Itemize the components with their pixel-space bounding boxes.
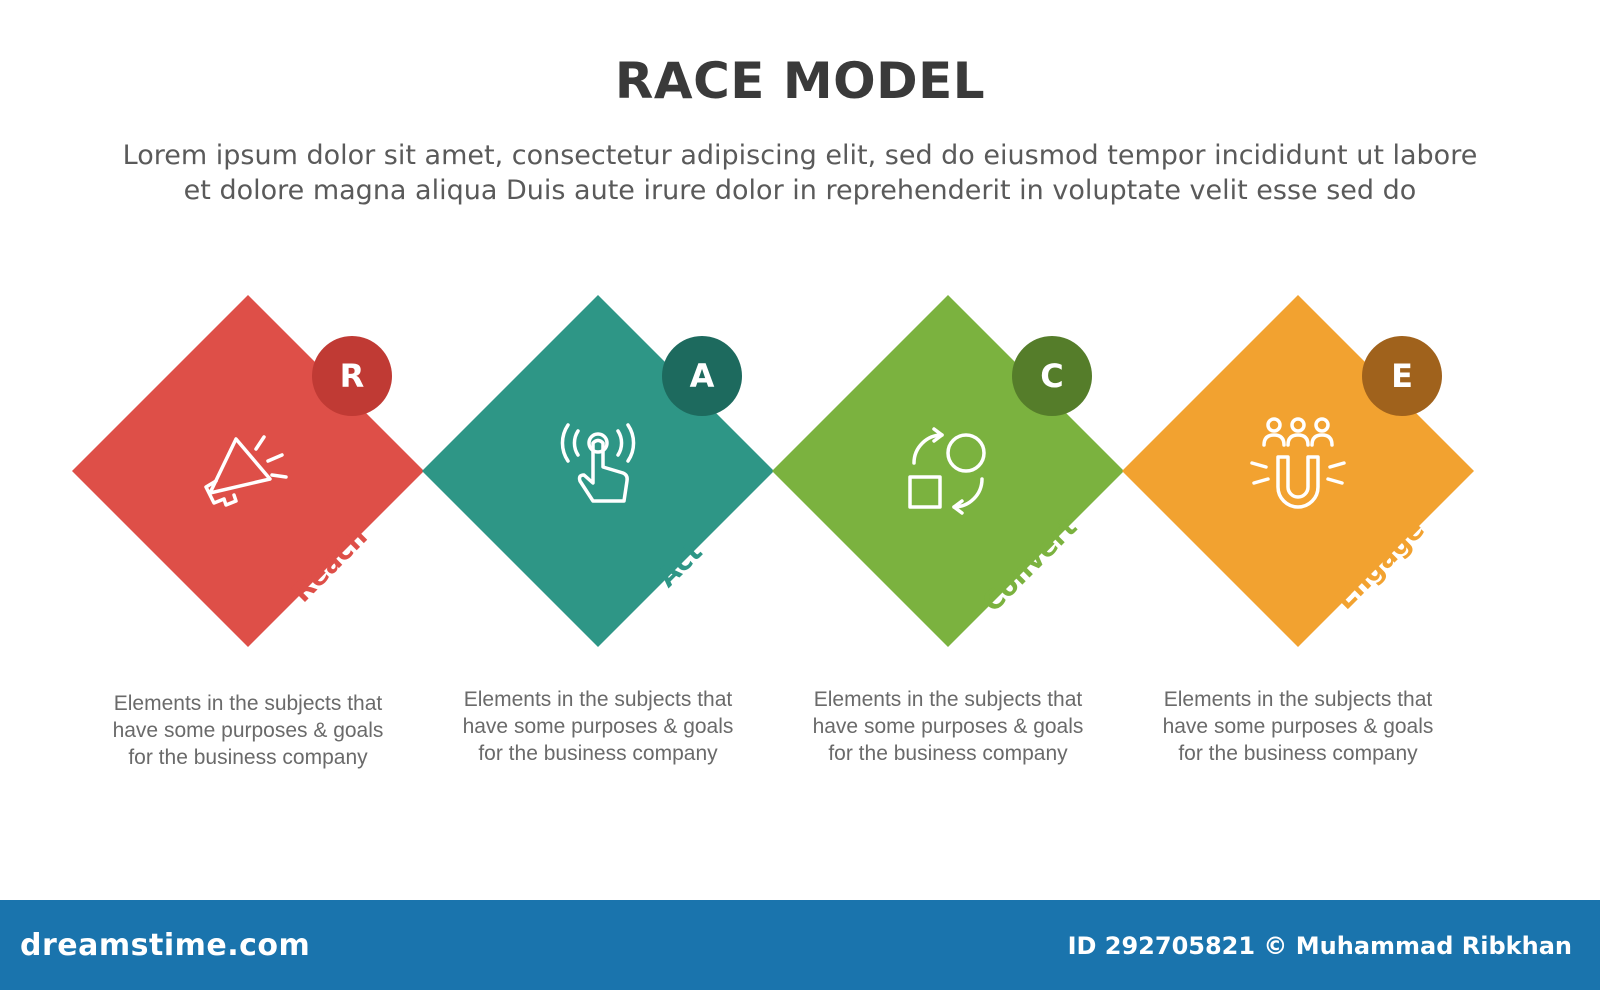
description-line: for the business company xyxy=(478,742,718,765)
footer-bar: dreamstime.com ID 292705821 © Muhammad R… xyxy=(0,900,1600,990)
page-subtitle: Lorem ipsum dolor sit amet, consectetur … xyxy=(60,138,1540,208)
page-title: RACE MODEL xyxy=(614,52,986,110)
description-line: Elements in the subjects that xyxy=(113,692,383,715)
description-line: Elements in the subjects that xyxy=(813,688,1083,711)
footer-credit: ID 292705821 © Muhammad Ribkhan xyxy=(1067,932,1572,960)
description-line: Elements in the subjects that xyxy=(1163,688,1433,711)
description-line: for the business company xyxy=(1178,742,1418,765)
step-badge xyxy=(662,336,742,416)
step-badge xyxy=(312,336,392,416)
footer-brand[interactable]: dreamstime.com xyxy=(20,928,311,963)
step-badge xyxy=(1362,336,1442,416)
description-line: have some purposes & goals xyxy=(1162,715,1434,738)
step-description: Elements in the subjects that have some p… xyxy=(1138,686,1458,767)
description-line: for the business company xyxy=(128,746,368,769)
step-letter: A xyxy=(690,357,715,395)
step-description: Elements in the subjects that have some p… xyxy=(88,690,408,771)
description-line: have some purposes & goals xyxy=(812,715,1084,738)
step-badge xyxy=(1012,336,1092,416)
step-letter: R xyxy=(340,357,365,395)
subtitle-line: Lorem ipsum dolor sit amet, consectetur … xyxy=(122,140,1478,171)
description-line: for the business company xyxy=(828,742,1068,765)
step-description: Elements in the subjects that have some p… xyxy=(438,686,758,767)
step-description: Elements in the subjects that have some p… xyxy=(788,686,1108,767)
step-letter: C xyxy=(1040,357,1063,395)
description-line: have some purposes & goals xyxy=(112,719,384,742)
subtitle-line: et dolore magna aliqua Duis aute irure d… xyxy=(183,175,1417,206)
description-line: Elements in the subjects that xyxy=(463,688,733,711)
step-letter: E xyxy=(1391,357,1413,395)
description-line: have some purposes & goals xyxy=(462,715,734,738)
